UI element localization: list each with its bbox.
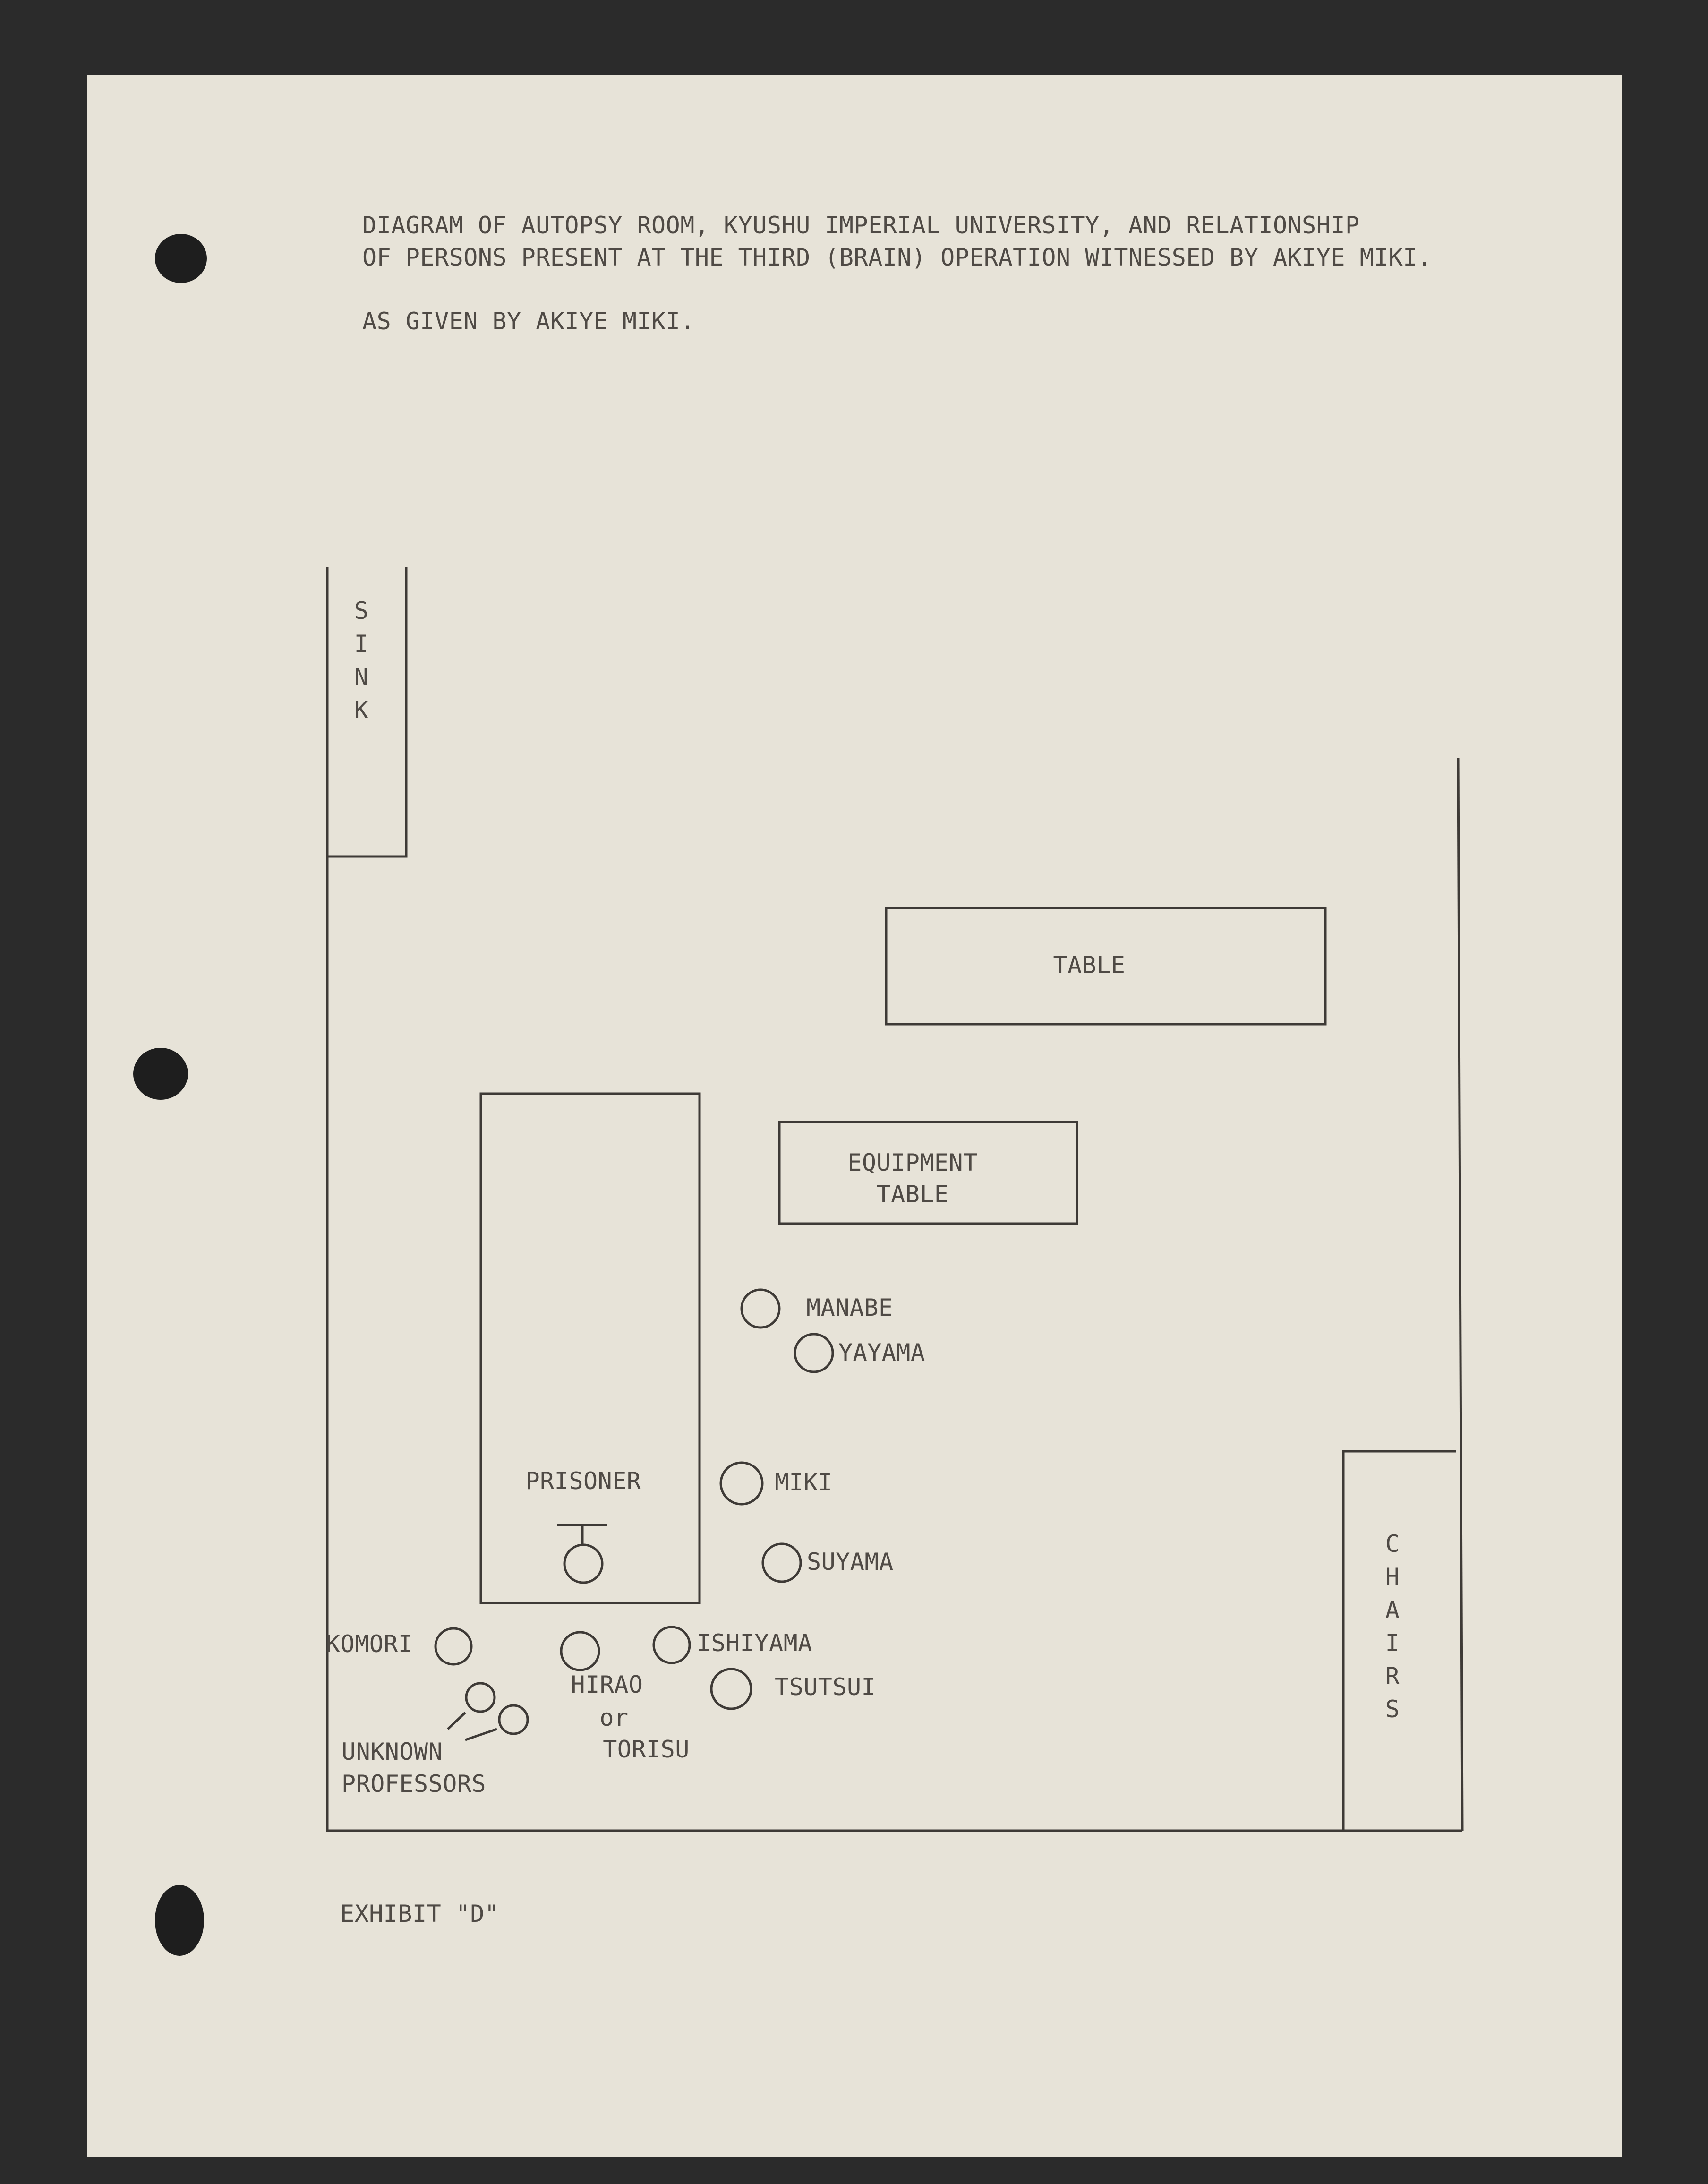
person-hirao: HIRAO or TORISU [560,1631,690,1763]
person-label: TSUTSUI [775,1673,876,1701]
chairs-letter: C [1385,1530,1400,1558]
person-label: HIRAO [571,1671,643,1698]
table-label: TABLE [1053,951,1125,979]
person-manabe: MANABE [740,1288,893,1329]
equipment-table-label-line-1: EQUIPMENT [847,1149,977,1176]
person-label: ISHIYAMA [697,1629,812,1657]
sink-letter: K [354,696,369,724]
person-miki: MIKI [719,1461,832,1506]
person-komori: KOMORI [326,1627,473,1666]
equipment-table: EQUIPMENT TABLE [778,1121,1078,1225]
header-line-2: OF PERSONS PRESENT AT THE THIRD (BRAIN) … [362,244,1432,271]
binder-hole-top [155,234,207,283]
binder-hole-middle [133,1048,188,1100]
room-outline [326,567,1464,1832]
person-label: MIKI [775,1469,832,1496]
table: TABLE [885,907,1327,1026]
person-label: SUYAMA [807,1548,894,1576]
prisoner-table: PRISONER [479,1092,701,1604]
sink: S I N K [327,567,408,858]
person-ishiyama: ISHIYAMA [652,1626,812,1664]
person-label: UNKNOWN [342,1738,443,1765]
equipment-table-label-line-2: TABLE [876,1181,948,1208]
person-label: YAYAMA [838,1339,925,1366]
chairs: C H A I R S [1342,1450,1456,1831]
chairs-letter: I [1385,1629,1400,1657]
chairs-letter: R [1385,1662,1400,1690]
header-line-1: DIAGRAM OF AUTOPSY ROOM, KYUSHU IMPERIAL… [362,212,1360,239]
person-label: or [599,1704,628,1731]
chairs-letter: S [1385,1696,1400,1723]
person-yayama: YAYAMA [794,1333,925,1373]
exhibit-label: EXHIBIT "D" [340,1900,499,1927]
person-label: KOMORI [326,1630,413,1658]
person-label: PROFESSORS [342,1770,486,1798]
chairs-letter: H [1385,1563,1400,1591]
sink-letter: N [354,663,369,691]
paper-sheet [87,75,1622,2157]
chairs-letter: A [1385,1596,1400,1624]
person-tsutsui: TSUTSUI [710,1668,876,1710]
unknown-professors: UNKNOWN PROFESSORS [342,1682,529,1798]
person-label: TORISU [603,1736,690,1763]
person-suyama: SUYAMA [761,1542,894,1583]
prisoner-head-mark [557,1524,607,1584]
binder-hole-bottom [155,1885,204,1956]
sink-letter: S [354,597,369,625]
person-label: MANABE [806,1294,893,1321]
sink-letter: I [354,630,369,658]
header-line-3: AS GIVEN BY AKIYE MIKI. [362,308,695,335]
prisoner-label: PRISONER [526,1467,641,1495]
